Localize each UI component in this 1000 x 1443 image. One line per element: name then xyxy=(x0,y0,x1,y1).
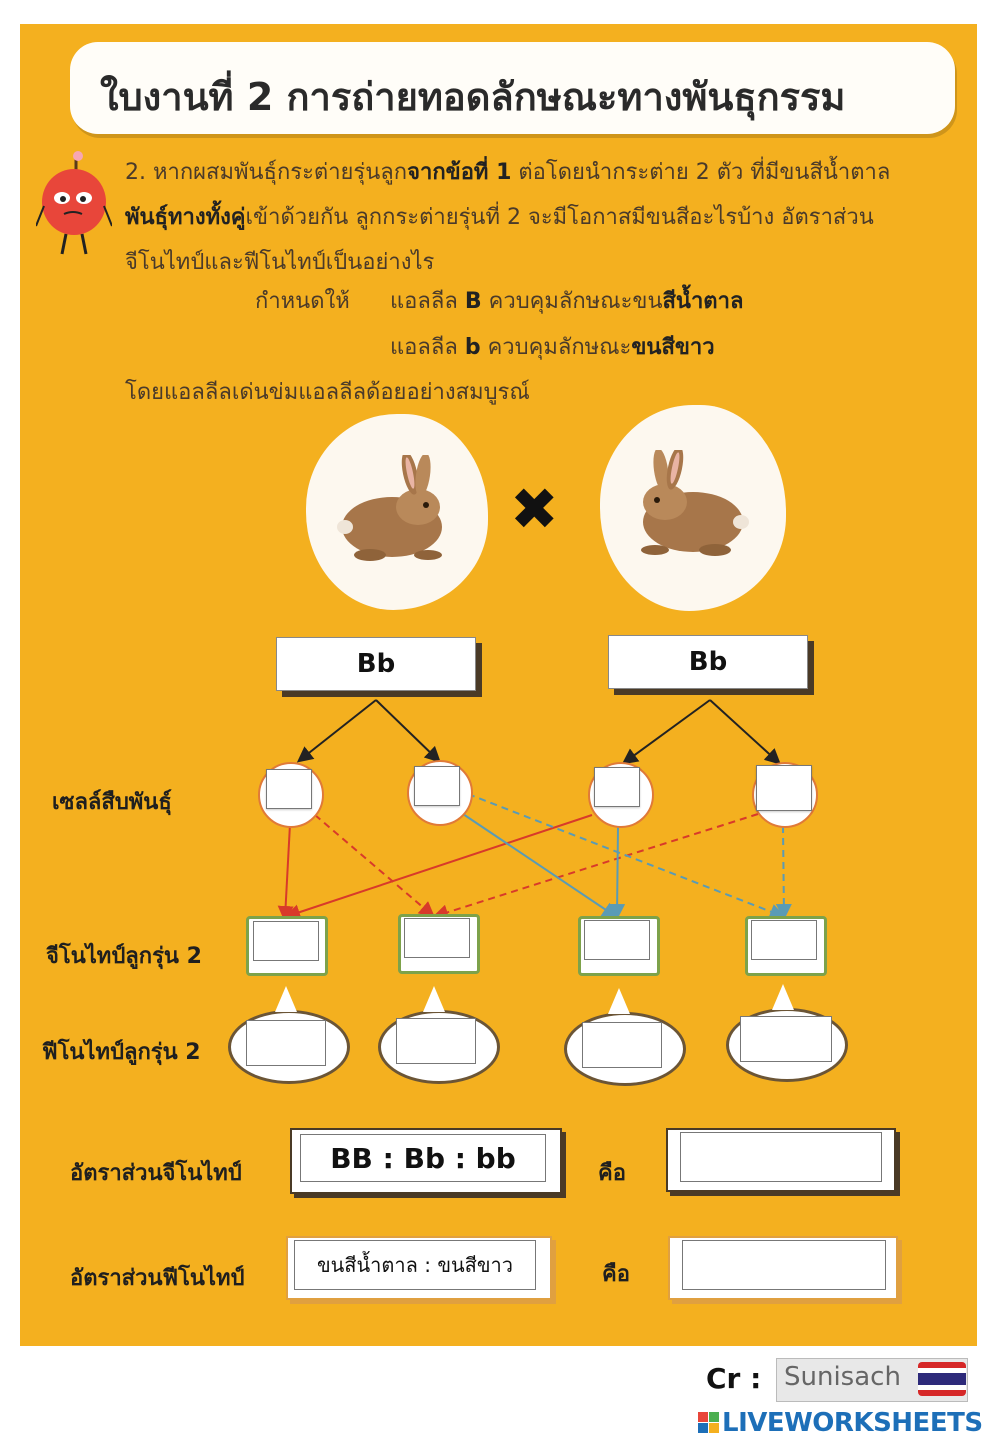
parent-right-genotype: Bb xyxy=(608,635,808,689)
dominance-note: โดยแอลลีลเด่นข่มแอลลีลด้อยอย่างสมบูรณ์ xyxy=(125,380,530,405)
f2-genotype-input-2[interactable] xyxy=(404,918,470,958)
phenotype-ratio-text: ขนสีน้ำตาล : ขนสีขาว xyxy=(294,1240,536,1290)
f2-genotype-input-3[interactable] xyxy=(584,920,650,960)
genotype-ratio-label: อัตราส่วนจีโนไทป์ xyxy=(70,1161,242,1186)
bubble-tail-3 xyxy=(608,988,630,1014)
apple-mascot-icon xyxy=(36,151,112,255)
gamete-input-1[interactable] xyxy=(266,769,312,809)
f2-phenotype-input-1[interactable] xyxy=(246,1020,326,1066)
phenotype-is-label: คือ xyxy=(602,1262,630,1287)
author-name: Sunisach xyxy=(784,1362,901,1392)
question-text: 2. หากผสมพันธุ์กระต่ายรุ่นลูกจากข้อที่ 1… xyxy=(125,160,891,275)
allele-B-definition: แอลลีล B ควบคุมลักษณะขนสีน้ำตาล xyxy=(390,289,744,314)
f2-phenotype-input-2[interactable] xyxy=(396,1018,476,1064)
title-banner xyxy=(70,42,955,134)
thailand-flag-icon xyxy=(918,1362,966,1396)
liveworksheets-logo-icon xyxy=(698,1412,719,1433)
f2-phenotype-label: ฟีโนไทป์ลูกรุ่น 2 xyxy=(42,1040,201,1065)
f2-genotype-label: จีโนไทป์ลูกรุ่น 2 xyxy=(46,944,202,969)
gamete-input-3[interactable] xyxy=(594,767,640,807)
gamete-input-4[interactable] xyxy=(756,765,812,811)
genotype-is-label: คือ xyxy=(598,1161,626,1186)
credit-label: Cr : xyxy=(706,1362,762,1395)
worksheet-background xyxy=(20,24,977,1346)
genotype-ratio-text: BB : Bb : bb xyxy=(300,1134,546,1182)
phenotype-ratio-label: อัตราส่วนฟีโนไทป์ xyxy=(70,1266,245,1291)
brown-rabbit-left-icon xyxy=(337,455,442,561)
page-title: ใบงานที่ 2 การถ่ายทอดลักษณะทางพันธุกรรม xyxy=(100,75,846,119)
given-label: กำหนดให้ xyxy=(255,289,350,314)
f2-genotype-input-1[interactable] xyxy=(253,921,319,961)
genotype-ratio-answer-input[interactable] xyxy=(680,1132,882,1182)
f2-phenotype-input-4[interactable] xyxy=(740,1016,832,1062)
parent-left-genotype: Bb xyxy=(276,637,476,691)
cross-icon: ✖ xyxy=(510,475,559,543)
f2-phenotype-input-3[interactable] xyxy=(582,1022,662,1068)
bubble-tail-4 xyxy=(772,984,794,1010)
gametes-label: เซลล์สืบพันธุ์ xyxy=(52,790,172,815)
phenotype-ratio-answer-input[interactable] xyxy=(682,1240,886,1290)
brown-rabbit-right-icon xyxy=(641,450,749,556)
bubble-tail-1 xyxy=(275,986,297,1012)
liveworksheets-brand: LIVEWORKSHEETS xyxy=(722,1408,983,1438)
f2-genotype-input-4[interactable] xyxy=(751,920,817,960)
allele-b-definition: แอลลีล b ควบคุมลักษณะขนสีขาว xyxy=(390,335,715,360)
gamete-input-2[interactable] xyxy=(414,766,460,806)
bubble-tail-2 xyxy=(423,986,445,1012)
